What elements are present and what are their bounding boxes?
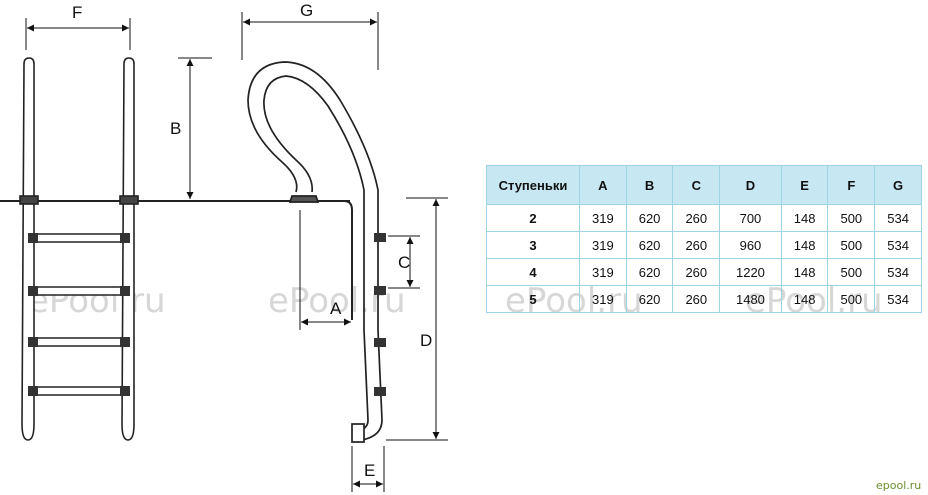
pool-wall: [300, 200, 353, 320]
table-row: 2 319 620 260 700 148 500 534: [486, 204, 922, 232]
cell: 319: [579, 204, 627, 232]
cell: 1220: [719, 258, 782, 286]
dimensions-table: Ступеньки A B C D E F G 2 319 620 260 70…: [486, 165, 922, 313]
dimension-a: [299, 210, 351, 330]
label-e: E: [364, 461, 375, 480]
table-row: 4 319 620 260 1220 148 500 534: [486, 258, 922, 286]
cell: 534: [874, 258, 922, 286]
cell: 148: [780, 285, 829, 313]
cell: 620: [625, 258, 674, 286]
cell: 534: [874, 204, 922, 232]
cell: 500: [827, 204, 876, 232]
front-steps: [28, 233, 130, 396]
label-b: B: [170, 119, 181, 138]
header-c: C: [672, 165, 721, 205]
cell: 260: [672, 285, 721, 313]
header-g: G: [874, 165, 922, 205]
dimension-c: [388, 235, 420, 289]
dimension-f: [25, 18, 131, 50]
brand-logo: epool.ru: [876, 479, 921, 492]
cell: 260: [672, 258, 721, 286]
cell: 148: [780, 231, 829, 259]
cell: 620: [625, 231, 674, 259]
cell: 260: [672, 231, 721, 259]
cell: 620: [625, 285, 674, 313]
cell: 148: [780, 204, 829, 232]
cell-steps: 4: [486, 258, 580, 286]
dimension-g: [241, 12, 379, 70]
label-a: A: [330, 299, 342, 318]
cell: 960: [719, 231, 782, 259]
cell: 620: [625, 204, 674, 232]
cell-steps: 5: [486, 285, 580, 313]
cell-steps: 3: [486, 231, 580, 259]
header-a: A: [579, 165, 627, 205]
table-row: 3 319 620 260 960 148 500 534: [486, 231, 922, 259]
cell: 500: [827, 285, 876, 313]
dimension-d: [386, 197, 448, 441]
front-view-ladder: [19, 57, 139, 441]
dimension-e: [351, 446, 385, 492]
cell: 319: [579, 258, 627, 286]
cell: 260: [672, 204, 721, 232]
header-f: F: [827, 165, 876, 205]
header-e: E: [780, 165, 829, 205]
cell: 500: [827, 258, 876, 286]
side-steps: [374, 233, 386, 396]
cell: 700: [719, 204, 782, 232]
label-f: F: [72, 3, 82, 22]
header-b: B: [625, 165, 674, 205]
cell: 534: [874, 231, 922, 259]
dimension-b: [178, 57, 212, 199]
cell-steps: 2: [486, 204, 580, 232]
label-g: G: [300, 1, 313, 20]
cell: 534: [874, 285, 922, 313]
cell: 148: [780, 258, 829, 286]
label-c: C: [398, 253, 410, 272]
cell: 500: [827, 231, 876, 259]
cell: 319: [579, 231, 627, 259]
table-header-row: Ступеньки A B C D E F G: [486, 165, 922, 205]
cell: 319: [579, 285, 627, 313]
side-view-ladder: [247, 61, 383, 443]
table-row: 5 319 620 260 1480 148 500 534: [486, 285, 922, 313]
header-steps: Ступеньки: [486, 165, 580, 205]
label-d: D: [420, 331, 432, 350]
cell: 1480: [719, 285, 782, 313]
header-d: D: [719, 165, 782, 205]
